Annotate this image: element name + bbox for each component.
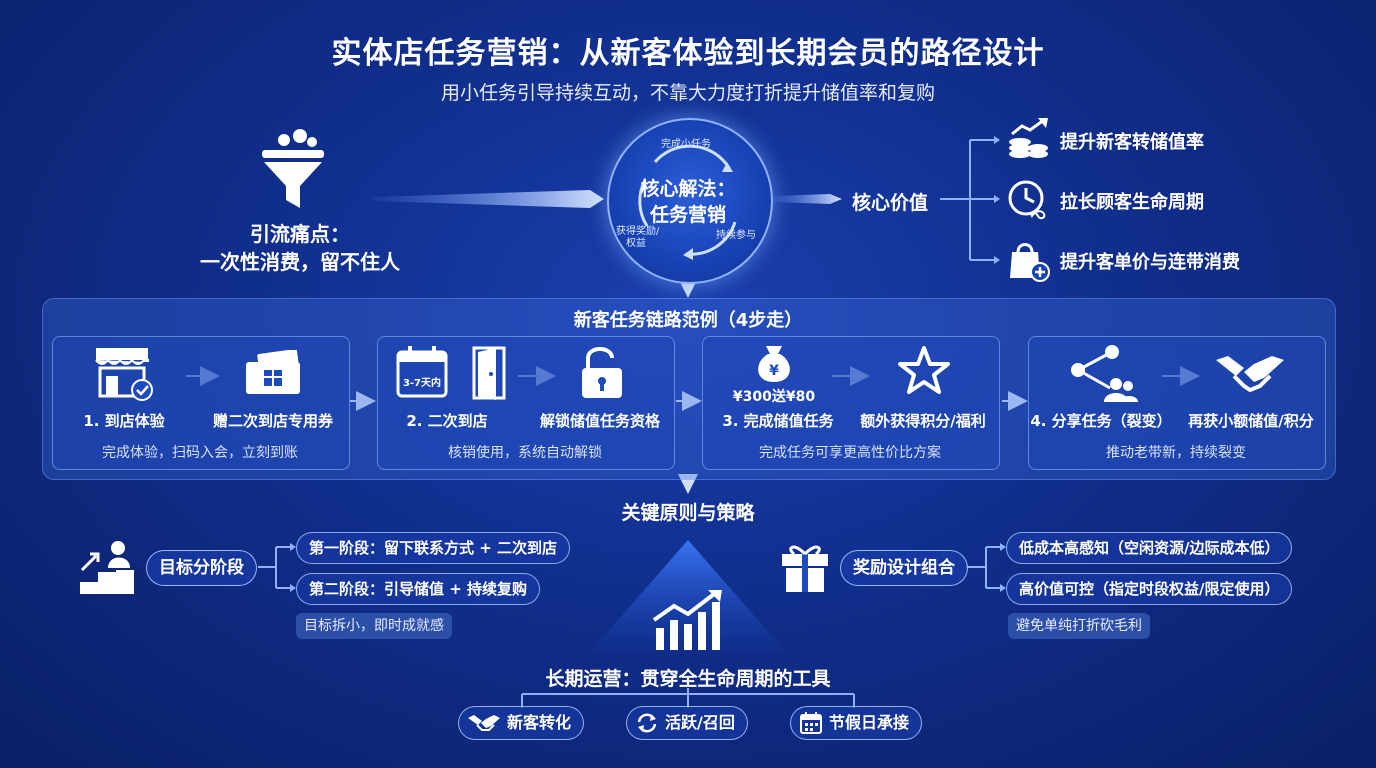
door-icon: [472, 346, 506, 400]
value-item-1: 提升新客转储值率: [1060, 132, 1204, 153]
handshake-small-icon: [468, 715, 500, 731]
step-4-label-b: 再获小额储值/积分: [1188, 412, 1314, 430]
cycle-arrows-icon: [638, 144, 737, 260]
unlock-icon: [582, 347, 622, 398]
goal-note: 目标拆小，即时成就感: [296, 613, 452, 639]
ring-label-top: 完成小任务: [661, 139, 711, 150]
goal-stage-2: 第二阶段：引导储值 + 持续复购: [296, 573, 541, 605]
core-title-line1: 核心解法：: [640, 178, 736, 200]
step-3-badge: ¥300送¥80: [732, 389, 816, 405]
coins-growth-icon: [1009, 118, 1048, 158]
page-title: 实体店任务营销：从新客体验到长期会员的路径设计: [331, 36, 1045, 71]
step-4-label-a: 4. 分享任务（裂变）: [1030, 412, 1172, 430]
growth-mountain: [590, 540, 786, 652]
pain-point-line1: 引流痛点：: [250, 222, 350, 246]
step-3-label-b: 额外获得积分/福利: [860, 412, 986, 430]
tool-label-1: 新客转化: [507, 713, 572, 732]
handshake-icon: [1216, 356, 1284, 392]
gift-box-icon: [782, 545, 828, 592]
calendar-small-icon: [800, 712, 822, 734]
principles-title: 关键原则与策略: [621, 502, 755, 524]
value-item-2: 拉长顾客生命周期: [1060, 192, 1204, 213]
growth-stairs-user-icon: [80, 541, 134, 594]
core-solution-title: 核心解法： 任务营销: [607, 176, 769, 228]
step-1-desc: 完成体验，扫码入会，立刻到账: [102, 445, 298, 461]
step-2-label-b: 解锁储值任务资格: [539, 412, 660, 430]
clock-infinity-icon: [1008, 180, 1046, 220]
step-1-label-a: 1. 到店体验: [83, 412, 165, 430]
step-2-badge: 3-7天内: [402, 378, 442, 389]
beam-arrow-core-value: [772, 194, 842, 204]
goal-stage-1: 第一阶段：留下联系方式 + 二次到店: [296, 532, 571, 564]
step-card-3: [702, 336, 1000, 470]
step-4-desc: 推动老带新，持续裂变: [1106, 445, 1246, 461]
reward-item-2: 高价值可控（指定时段权益/限定使用）: [1006, 573, 1293, 605]
refresh-icon: [637, 713, 657, 733]
share-users-icon: [1071, 345, 1138, 402]
ring-label-left-2: 权益: [626, 238, 646, 249]
page-subtitle: 用小任务引导持续互动，不靠大力度打折提升储值率和复购: [440, 82, 935, 104]
svg-text:¥: ¥: [769, 363, 779, 379]
tool-active-recall: 活跃/召回: [626, 706, 748, 740]
step-2-desc: 核销使用，系统自动解锁: [448, 445, 602, 461]
ring-label-right: 持续参与: [716, 230, 756, 241]
goal-stage-label: 目标分阶段: [146, 550, 257, 586]
pain-point: 引流痛点： 一次性消费，留不住人: [170, 220, 430, 276]
star-icon: [898, 346, 950, 394]
reward-note: 避免单纯打折砍毛利: [1008, 613, 1150, 639]
calendar-icon: [396, 346, 448, 398]
value-item-3: 提升客单价与连带消费: [1060, 252, 1240, 273]
ring-label-left-1: 获得奖励/: [616, 226, 660, 237]
beam-arrow-pain-core: [372, 190, 604, 208]
tool-label-2: 活跃/召回: [665, 713, 735, 732]
reward-item-1: 低成本高感知（空闲资源/边际成本低）: [1006, 532, 1293, 564]
store-check-icon: [95, 348, 153, 401]
step-3-label-a: 3. 完成储值任务: [722, 412, 834, 430]
shopping-bag-plus-icon: [1010, 243, 1050, 282]
ring-label-left: 获得奖励/ 权益: [616, 226, 659, 250]
tool-label-3: 节假日承接: [829, 713, 910, 732]
core-value-label: 核心价值: [852, 192, 929, 214]
step-2-label-a: 2. 二次到店: [406, 412, 488, 430]
growth-chart-icon: [652, 590, 722, 650]
long-term-label: 长期运营：贯穿全生命周期的工具: [545, 668, 831, 690]
gift-voucher-icon: [246, 350, 300, 394]
money-bag-icon: ¥: [758, 346, 790, 382]
step-1-label-b: 赠二次到店专用券: [212, 412, 333, 430]
tool-holiday: 节假日承接: [790, 706, 923, 740]
funnel-icon: [262, 129, 324, 208]
task-chain-title: 新客任务链路范例（4步走）: [573, 310, 803, 331]
tool-new-customer: 新客转化: [458, 706, 585, 740]
pain-point-line2: 一次性消费，留不住人: [200, 250, 400, 274]
step-3-desc: 完成任务可享更高性价比方案: [759, 445, 941, 461]
reward-design-label: 奖励设计组合: [840, 550, 968, 586]
core-title-line2: 任务营销: [649, 204, 726, 226]
